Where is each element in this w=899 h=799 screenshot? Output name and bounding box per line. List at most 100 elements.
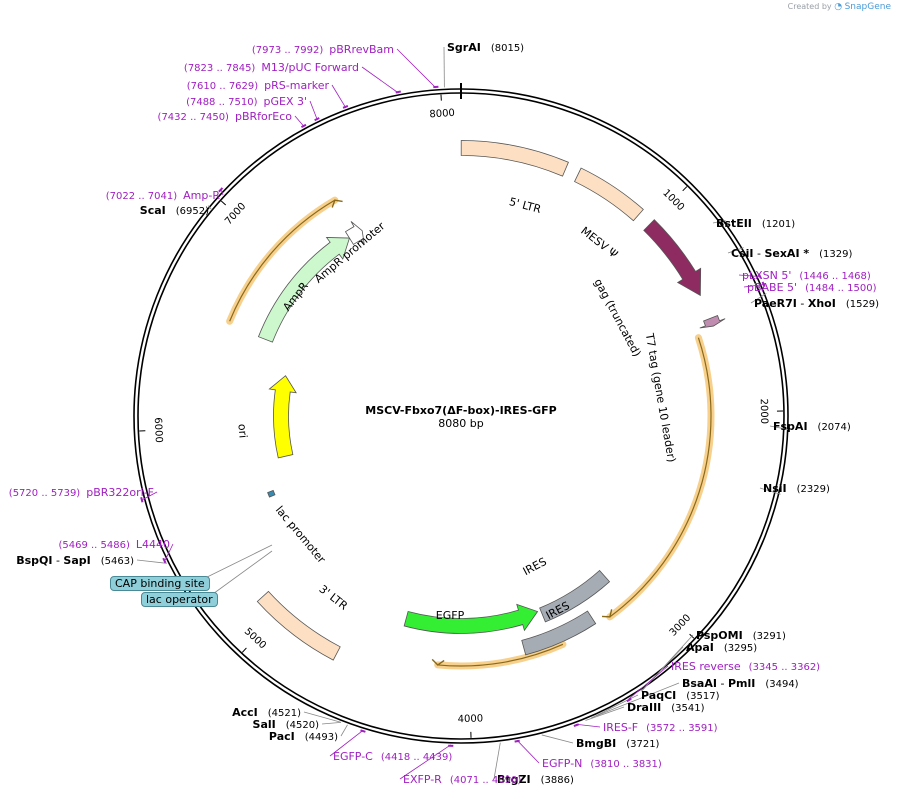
feature-shape-t7-tag-gene-10-leader[interactable] xyxy=(699,315,726,329)
primer-mark-pbr322ori-f xyxy=(140,497,144,503)
site-labels: SgrAI(8015) BstEII(1201) CsiI - SexAI *(13… xyxy=(9,41,879,786)
primer-name-amp-r: Amp-R xyxy=(183,189,220,202)
primer-name-pbr322ori-f: pBR322ori-F xyxy=(86,486,154,499)
primer-label-pbrforeco[interactable]: (7432 .. 7450)pBRforEco xyxy=(158,110,293,123)
feature-5-ltr[interactable] xyxy=(460,140,569,177)
tick-mark-7000 xyxy=(220,200,227,206)
feature-shape-3-ltr[interactable] xyxy=(256,590,341,661)
primer-label-egfp-c[interactable]: EGFP-C(4418 .. 4439) xyxy=(333,750,452,763)
enzyme-label-pspomi[interactable]: PspOMI(3291) xyxy=(696,629,786,642)
primer-label-ires-f[interactable]: IRES-F(3572 .. 3591) xyxy=(603,721,718,734)
primer-label-ires-reverse[interactable]: IRES reverse(3345 .. 3362) xyxy=(671,660,820,673)
enzyme-label-bspqi[interactable]: BspQI - SapI(5463) xyxy=(16,554,134,567)
primer-mark-amp-r xyxy=(218,187,224,193)
primer-leader-m13-puc-forward xyxy=(361,66,399,94)
feature-label-ori: ori xyxy=(235,423,249,438)
enzyme-label-paer7i[interactable]: PaeR7I - XhoI(1529) xyxy=(754,297,879,310)
leader-nsii xyxy=(759,487,781,495)
tick-label-8000: 8000 xyxy=(429,108,455,121)
tick-mark-1000 xyxy=(682,186,688,192)
primer-range-m13-puc-forward: (7823 .. 7845) xyxy=(184,63,256,74)
feature-3-ltr[interactable] xyxy=(256,590,341,661)
enzyme-position-draiii: (3541) xyxy=(671,703,704,714)
primer-label-pbr322ori-f[interactable]: (5720 .. 5739)pBR322ori-F xyxy=(9,486,154,499)
primer-name-m13-puc-forward: M13/pUC Forward xyxy=(261,61,359,74)
enzyme-label-scai[interactable]: ScaI(6952) xyxy=(140,204,209,217)
primer-label-pbabe-5[interactable]: pBABE 5'(1484 .. 1500) xyxy=(747,281,877,294)
primer-name-pbabe-5: pBABE 5' xyxy=(747,281,797,294)
primer-label-pbrrevbam[interactable]: (7973 .. 7992)pBRrevBam xyxy=(252,43,394,56)
primer-range-pgex-3: (7488 .. 7510) xyxy=(186,97,258,108)
feature-shape-gag-truncated[interactable] xyxy=(643,219,702,297)
primer-label-m13-puc-forward[interactable]: (7823 .. 7845) M13/pUC Forward xyxy=(184,61,359,74)
feature-shape-mesv[interactable] xyxy=(574,167,644,222)
primer-label-plxsn-5[interactable]: pLXSN 5'(1446 .. 1468) xyxy=(742,269,871,282)
feature-shape-ori[interactable] xyxy=(268,375,297,459)
enzyme-name-paqci: PaqCI xyxy=(641,689,676,702)
feature-t7-tag-gene-10-leader[interactable] xyxy=(699,315,726,329)
primer-leader-ires-reverse xyxy=(628,665,669,700)
leader-paer7i xyxy=(750,293,767,304)
primer-name-egfp-n: EGFP-N xyxy=(542,757,582,770)
tick-label-1000: 1000 xyxy=(660,188,686,214)
enzyme-position-bspqi: (5463) xyxy=(101,556,134,567)
primer-label-l4440[interactable]: (5469 .. 5486)L4440 xyxy=(58,538,170,551)
feature-shape-ampr[interactable] xyxy=(257,237,351,343)
cap-binding-site-label[interactable]: CAP binding site xyxy=(110,576,210,591)
enzyme-label-draiii[interactable]: DraIII(3541) xyxy=(627,701,705,714)
enzyme-label-sgrai[interactable]: SgrAI(8015) xyxy=(447,41,524,54)
enzyme-label-bsteii[interactable]: BstEII(1201) xyxy=(716,217,795,230)
enzyme-position-sgrai: (8015) xyxy=(491,43,524,54)
feature-egfp[interactable] xyxy=(403,603,539,634)
feature-shape-ires[interactable] xyxy=(521,610,597,656)
orf-arc-2 xyxy=(437,643,564,667)
feature-shape-ires[interactable] xyxy=(539,569,611,623)
feature-shape-lac-promoter[interactable] xyxy=(267,489,276,498)
primer-mark-plxsn-5 xyxy=(757,273,762,279)
plasmid-length: 8080 bp xyxy=(438,417,483,430)
feature-ires-2[interactable] xyxy=(539,569,611,623)
enzyme-label-apai[interactable]: ApaI(3295) xyxy=(686,641,757,654)
enzyme-label-paci[interactable]: PacI(4493) xyxy=(269,730,338,743)
feature-gag-truncated[interactable] xyxy=(643,219,702,297)
feature-shape-ampr-promoter[interactable] xyxy=(344,221,365,246)
feature-lac-promoter[interactable] xyxy=(267,489,276,498)
lac-operator-label[interactable]: lac operator xyxy=(141,592,218,607)
feature-mesv[interactable] xyxy=(574,167,644,222)
leader-paci xyxy=(340,724,348,737)
enzyme-position-fspai: (2074) xyxy=(818,422,851,433)
enzyme-position-nsii: (2329) xyxy=(797,484,830,495)
tick-label-7000: 7000 xyxy=(223,201,248,227)
primer-leader-pgex-3 xyxy=(309,100,318,121)
enzyme-label-csii[interactable]: CsiI - SexAI *(1329) xyxy=(731,247,852,260)
feature-shape-5-ltr[interactable] xyxy=(460,140,569,177)
leader-sali xyxy=(321,721,342,725)
enzyme-name2-xhoi: XhoI xyxy=(808,297,836,310)
enzyme-label-paqci[interactable]: PaqCI(3517) xyxy=(641,689,720,702)
feature-ampr[interactable] xyxy=(257,237,351,343)
primer-mark-pbrforeco xyxy=(300,123,307,129)
primer-label-prs-marker[interactable]: (7610 .. 7629)pRS-marker xyxy=(187,79,330,92)
feature-ampr-promoter[interactable] xyxy=(344,221,365,246)
enzyme-position-acci: (4521) xyxy=(268,708,301,719)
primer-name-prs-marker: pRS-marker xyxy=(264,79,329,92)
enzyme-label-bsaai[interactable]: BsaAI - PmlI(3494) xyxy=(682,677,799,690)
enzyme-label-btgzi[interactable]: BtgZI(3886) xyxy=(497,773,574,786)
enzyme-label-sali[interactable]: SalI(4520) xyxy=(253,718,320,731)
feature-shape-egfp[interactable] xyxy=(403,603,539,634)
feature-ires-1[interactable] xyxy=(521,610,597,656)
primer-leader-amp-r xyxy=(221,190,224,196)
primer-leader-pbrrevbam xyxy=(396,48,437,89)
enzyme-label-fspai[interactable]: FspAI(2074) xyxy=(773,420,851,433)
feature-ori[interactable] xyxy=(268,375,297,459)
primer-label-pgex-3[interactable]: (7488 .. 7510)pGEX 3' xyxy=(186,95,307,108)
enzyme-label-nsii[interactable]: NsiI(2329) xyxy=(763,482,830,495)
enzyme-label-bmgbi[interactable]: BmgBI(3721) xyxy=(576,737,660,750)
primer-label-egfp-n[interactable]: EGFP-N(3810 .. 3831) xyxy=(542,757,662,770)
enzyme-position-bsaai: (3494) xyxy=(765,679,798,690)
primer-range-exfp-r: (4071 .. 4090) xyxy=(450,775,522,786)
enzyme-label-acci[interactable]: AccI(4521) xyxy=(232,706,301,719)
primer-label-exfp-r[interactable]: EXFP-R(4071 .. 4090) xyxy=(403,773,521,786)
enzyme-position-sali: (4520) xyxy=(286,720,319,731)
primer-label-amp-r[interactable]: (7022 .. 7041)Amp-R xyxy=(106,189,221,202)
